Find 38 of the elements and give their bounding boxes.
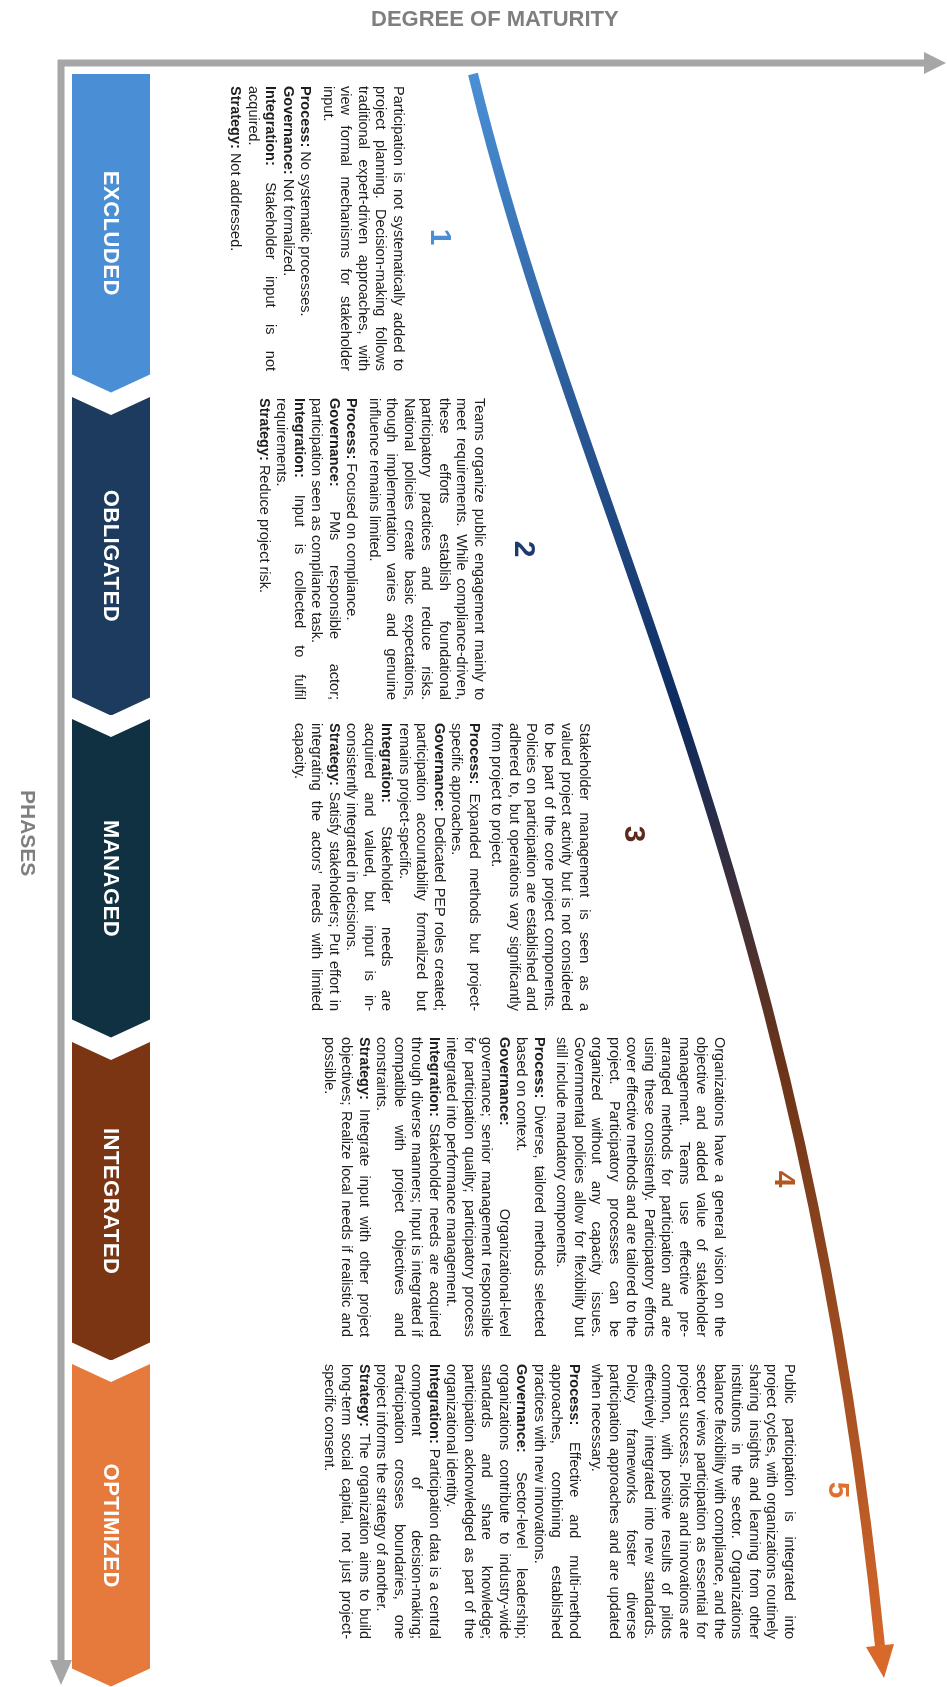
description-text: Process: Expanded methods but project-specific approaches. bbox=[448, 723, 483, 1011]
description-text: Strategy: Integrate input with other project objectives; Realize local needs if realistic and possible. bbox=[321, 1037, 373, 1337]
description-text: Strategy: The organization aims to build long-term social capital, not just project-specific consent. bbox=[321, 1364, 373, 1639]
axis-title: DEGREE OF MATURITY bbox=[371, 6, 619, 32]
level-number: 1 bbox=[424, 228, 458, 246]
phase-banner bbox=[72, 74, 150, 393]
description-text: Process: Focused on compliance. bbox=[343, 398, 361, 623]
description-text: Integration: Participation data is a central component of decision-making; Participation crosses boundaries, one project informs the strategy of another. bbox=[373, 1364, 443, 1639]
level-number: 3 bbox=[618, 825, 652, 843]
description-text: Governance: Not formalized. bbox=[280, 86, 297, 279]
description-text: Integration: Stakeholder input is not acquired. bbox=[245, 86, 280, 371]
description-text: Organizations have a general vision on the objective and added value of stakeholder management. Teams use effective pre-arranged methods for participation and are using these consistently. Participatory efforts cover effective methods and are tailored to the project. Participatory processes can be organized without any capacity issues. Governmental policies allow for flexibility but still include mandatory components. bbox=[553, 1037, 728, 1337]
description-text: Process: Effective and multi-method approaches, combining established practices with new innovations. bbox=[531, 1364, 583, 1639]
phase-label: OBLIGATED bbox=[98, 489, 124, 623]
phase-label: MANAGED bbox=[98, 819, 124, 938]
level-number: 4 bbox=[768, 1170, 802, 1188]
description-text: Strategy: Satisfy stakeholders; Put effort in integrating the actors’ needs with limited capacity. bbox=[291, 723, 343, 1011]
phase-banner bbox=[72, 719, 150, 1038]
axis-title: PHASES bbox=[16, 790, 40, 877]
phase-banner bbox=[72, 1364, 150, 1687]
description-text: Process: No systematic processes. bbox=[297, 86, 315, 319]
description-text: Process: Diverse, tailored methods selected based on context. bbox=[513, 1037, 548, 1337]
description-text: Integration: Input is collected to fulfil requirements. bbox=[273, 398, 308, 700]
level-number: 5 bbox=[822, 1481, 856, 1499]
description-text: Teams organize public engagement mainly to meet requirements. While compliance-driven, these efforts establish foundational participatory practices and reduce risks. National policies create basic expectations, though implementation varies and genuine influence remains limited. bbox=[366, 398, 488, 700]
description-text: Stakeholder management is seen as a valued project activity but is not considered to be part of the core project components. Policies on participation are established and adhered to, but operations vary significantly from project to project. bbox=[488, 723, 593, 1011]
phase-label: INTEGRATED bbox=[98, 1127, 124, 1275]
description-text: Strategy: Not addressed. bbox=[227, 86, 245, 254]
description-text: Integration: Stakeholder needs are acquired through diverse manners; Input is integrated if compatible with project objectives and constraints. bbox=[373, 1037, 443, 1337]
phase-banner bbox=[72, 1041, 150, 1361]
description-text: Strategy: Reduce project risk. bbox=[256, 398, 273, 596]
phase-label: EXCLUDED bbox=[98, 170, 124, 296]
phase-banner bbox=[72, 396, 150, 716]
phase-label: OPTIMIZED bbox=[98, 1463, 124, 1588]
description-text: Governance: Dedicated PEP roles created; participation accountability formalized but remains project-specific. bbox=[396, 723, 448, 1011]
description-text: Public participation is integrated into project cycles, with organizations routinely sharing insights and learning from other institutions in the sector. Organizations balance flexibility with compliance, and the sector views participation as essential for project success. Pilots and innovations are common, with positive results of pilots effectively integrated into new standards. Policy frameworks foster diverse participation approaches and are updated when necessary. bbox=[588, 1364, 798, 1639]
level-number: 2 bbox=[508, 540, 542, 558]
description-text: Participation is not systematically added to project planning. Decision-making follows traditional expert-driven approaches, with view formal mechanisms for stakeholder input. bbox=[320, 86, 407, 371]
